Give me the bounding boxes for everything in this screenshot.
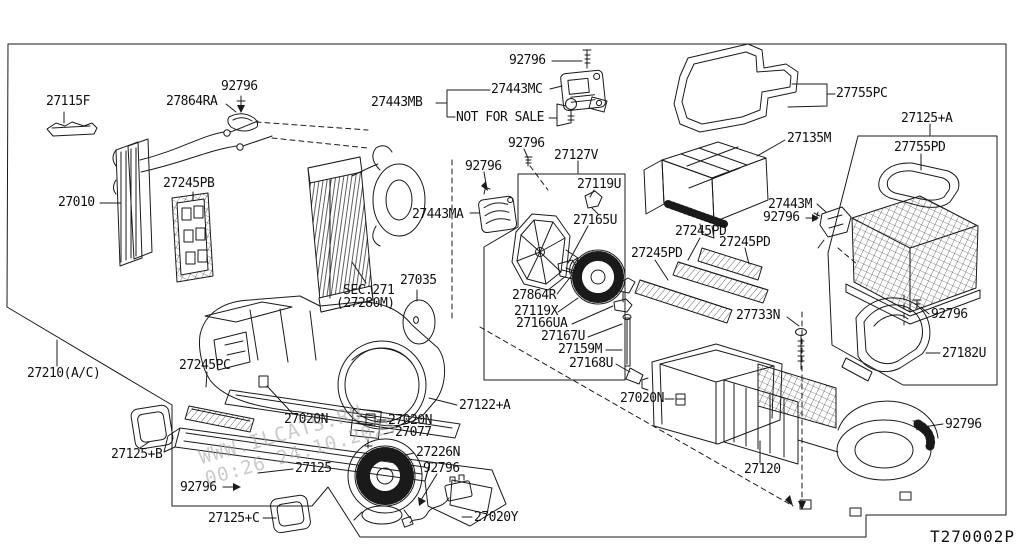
part-label-27226N: 27226N	[416, 445, 460, 460]
part-label-27077: 27077	[395, 425, 432, 440]
leader-lines	[56, 60, 944, 519]
filters-27245PD	[634, 247, 769, 324]
part-label-27166UA: 27166UA	[516, 316, 568, 331]
fan-motor-27119X	[569, 249, 626, 305]
actuator-27443MC	[560, 69, 606, 111]
heater-case-27122A	[199, 295, 445, 430]
part-label-27135M: 27135M	[787, 131, 831, 146]
part-label-27443MA: 27443MA	[412, 207, 464, 222]
part-label-SEC271: SEC.271	[343, 283, 395, 298]
bolt-92796-topmid	[582, 49, 592, 69]
part-label-27182U: 27182U	[942, 346, 986, 361]
outer-border	[6, 43, 1007, 538]
screw-92796-topleft	[236, 100, 246, 106]
part-label-27127V: 27127V	[554, 148, 598, 163]
blower-motor-27226N	[347, 438, 423, 525]
part-label-27120: 27120	[744, 462, 781, 477]
screw-92796-27443M	[813, 211, 821, 221]
clip-27119U	[584, 190, 603, 215]
evaporator-sec271-27280M	[307, 145, 426, 313]
part-label-27443M: 27443M	[768, 197, 812, 212]
part-label-27443MB: 27443MB	[371, 95, 423, 110]
heater-core-callout-box	[827, 135, 998, 386]
part-label-27245PB: 27245PB	[163, 176, 215, 191]
part-label-27165U: 27165U	[573, 213, 617, 228]
part-label-27125: 27125	[295, 461, 332, 476]
part-label-27168U: 27168U	[569, 356, 613, 371]
disc-27035	[402, 299, 436, 345]
part-label-27733N: 27733N	[736, 308, 780, 323]
fan-shroud-27864R	[511, 213, 579, 291]
part-label-92796: 92796	[423, 461, 460, 476]
part-label-92796: 92796	[180, 480, 217, 495]
part-label-27119X: 27119X	[514, 304, 558, 319]
filter-strip-27245PC	[184, 405, 255, 433]
part-label-27280M: (27280M)	[336, 296, 395, 311]
part-label-92796: 92796	[508, 136, 545, 151]
heater-pipes-27010	[112, 120, 273, 267]
floor-ducts-27125	[163, 389, 507, 527]
part-label-92796: 92796	[465, 159, 502, 174]
part-label-27125+C: 27125+C	[208, 511, 260, 526]
part-label-92796: 92796	[509, 53, 546, 68]
part-label-27755PD: 27755PD	[894, 140, 946, 155]
bezel-27125B	[130, 404, 174, 450]
link-parts-27166UA-27167U-27159M-27168U	[613, 277, 644, 385]
duct-case-27182U	[841, 297, 931, 382]
part-label-92796: 92796	[221, 79, 258, 94]
part-label-92796: 92796	[931, 307, 968, 322]
part-label-92796: 92796	[945, 417, 982, 432]
part-label-92796: 92796	[763, 210, 800, 225]
part-label-27035: 27035	[400, 273, 437, 288]
part-label-27245PD: 27245PD	[719, 235, 771, 250]
screw-92796-blowerright	[912, 420, 922, 431]
gasket-27755PD	[878, 162, 960, 208]
wire-connector-27020Y	[401, 474, 473, 528]
part-label-27125+A: 27125+A	[901, 111, 953, 126]
part-label-27115F: 27115F	[46, 94, 90, 109]
part-label-27245PD: 27245PD	[631, 246, 683, 261]
part-label-27020N: 27020N	[388, 413, 432, 428]
screw-92796-27443MA	[481, 184, 491, 195]
fan-callout-box	[483, 173, 626, 381]
part-label-27443MC: 27443MC	[491, 82, 543, 97]
part-label-27010: 27010	[58, 195, 95, 210]
clip-27020N-right	[675, 393, 686, 406]
diagram-code: T270002P	[930, 527, 1016, 546]
actuator-27443MA	[478, 195, 518, 234]
part-label-27245PC: 27245PC	[179, 358, 231, 373]
part-label-NOTFORSALE: NOT FOR SALE	[456, 110, 544, 125]
part-label-27159M: 27159M	[558, 342, 602, 357]
part-label-27864R: 27864R	[512, 288, 556, 303]
part-label-27020Y: 27020Y	[474, 510, 518, 525]
valve-parts-not-for-sale	[565, 96, 608, 124]
bracket-27115F	[46, 121, 98, 137]
pipe-clamp-27864RA	[227, 113, 259, 132]
filter-panel-27245PB	[171, 192, 214, 283]
heater-core-assembly	[845, 195, 981, 325]
part-label-27755PC: 27755PC	[836, 86, 888, 101]
part-label-27167U: 27167U	[541, 329, 585, 344]
leader-arrowheads	[233, 105, 819, 506]
actuator-27443M	[817, 206, 852, 249]
screw-27733N	[795, 328, 807, 370]
bezel-27125C	[270, 494, 311, 534]
resistor-27077	[350, 408, 382, 449]
screw-92796-fanbox	[524, 156, 533, 167]
part-label-27122+A: 27122+A	[459, 398, 511, 413]
part-label-27119U: 27119U	[577, 177, 621, 192]
bracket-27165U	[557, 259, 580, 280]
part-label-27125+B: 27125+B	[111, 447, 163, 462]
part-label-27245PD: 27245PD	[675, 224, 727, 239]
gasket-27755PC	[673, 43, 799, 133]
part-label-27210AC: 27210(A/C)	[27, 366, 101, 381]
part-label-27020N: 27020N	[620, 391, 664, 406]
heater-unit-27120	[641, 343, 939, 517]
part-label-27864RA: 27864RA	[166, 94, 218, 109]
intake-box-27135M	[643, 141, 769, 239]
dashed-line-arrowheads	[785, 495, 806, 510]
part-label-27020N: 27020N	[284, 412, 328, 427]
